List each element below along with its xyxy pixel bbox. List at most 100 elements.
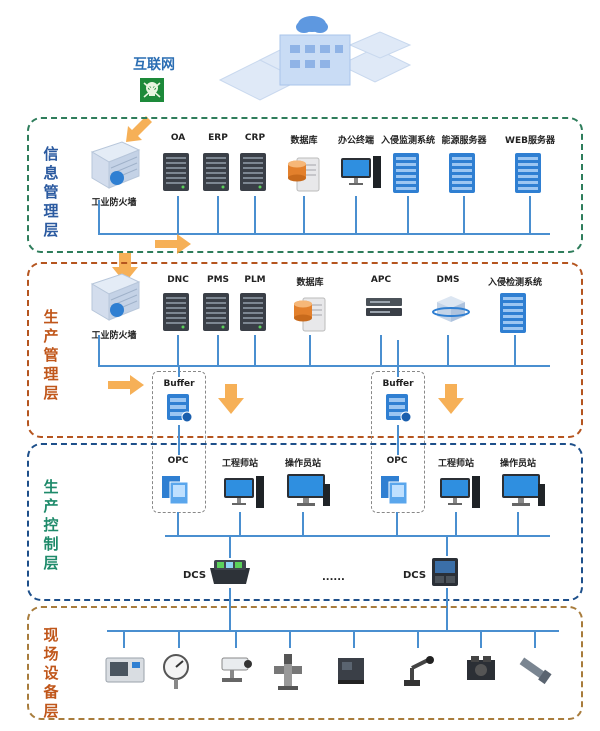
valve-icon <box>270 652 306 696</box>
field-bus-line <box>107 630 559 632</box>
node-label: DMS <box>436 275 460 285</box>
server-icon <box>201 152 231 196</box>
connector-line <box>123 630 125 648</box>
connector-line <box>98 200 100 233</box>
connector-line <box>229 588 231 630</box>
node-label: PLM <box>244 275 266 285</box>
connector-line <box>517 512 519 535</box>
ellipsis-label: ...... <box>322 572 345 583</box>
connector-line <box>98 335 100 365</box>
sensor-icon <box>515 652 555 692</box>
connector-line <box>397 340 399 377</box>
node-label: 入侵监测系统 <box>380 136 436 146</box>
buffer-label: Buffer <box>382 379 414 389</box>
operator-station-icon <box>285 472 331 514</box>
dms-server-icon <box>431 292 471 330</box>
connector-line <box>534 630 536 648</box>
node-label: PMS <box>206 275 230 285</box>
node-label: OA <box>170 133 186 143</box>
pressure-gauge-icon <box>159 652 193 696</box>
connector-line <box>446 535 448 556</box>
connector-line <box>178 425 180 455</box>
arrow-icon <box>108 375 144 395</box>
connector-line <box>177 512 179 535</box>
connector-line <box>289 630 291 648</box>
server-icon <box>201 292 231 336</box>
internet-label: 互联网 <box>133 57 175 73</box>
node-label: 工程师站 <box>437 459 475 469</box>
node-label: 数据库 <box>290 136 318 146</box>
connector-line <box>217 196 219 233</box>
connector-line <box>380 335 382 365</box>
server-icon <box>498 292 528 338</box>
node-label: 办公终端 <box>337 136 375 146</box>
node-label: ERP <box>208 133 228 143</box>
node-label: APC <box>370 275 392 285</box>
engineer-station-icon <box>438 472 482 520</box>
production-control-layer <box>27 443 583 601</box>
firewall-label: 工业防火墙 <box>91 198 137 208</box>
apc-server-icon <box>364 292 404 326</box>
info-bus-line <box>98 233 550 235</box>
arrow-icon <box>218 384 244 414</box>
field-device-layer <box>27 606 583 720</box>
connector-line <box>254 196 256 233</box>
connector-line <box>178 630 180 648</box>
control-bus-line <box>165 535 550 537</box>
connector-line <box>447 335 449 365</box>
arrow-icon <box>112 253 138 283</box>
opc-server-icon <box>379 472 409 510</box>
info-layer <box>27 117 583 253</box>
node-label: OPC <box>386 456 408 466</box>
database-server-icon <box>293 292 327 336</box>
server-icon <box>161 292 191 336</box>
arrow-icon <box>155 234 191 254</box>
machine-tool-icon <box>334 652 368 690</box>
node-label: 入侵检测系统 <box>487 278 543 288</box>
office-terminal-icon <box>339 152 383 200</box>
server-icon <box>513 152 543 198</box>
connector-line <box>417 630 419 648</box>
server-icon <box>161 152 191 196</box>
node-label: 能源服务器 <box>441 136 487 146</box>
connector-line <box>239 512 241 535</box>
node-label: 工程师站 <box>221 459 259 469</box>
engineer-station-icon <box>222 472 266 520</box>
node-label: DNC <box>167 275 189 285</box>
operator-station-icon <box>500 472 546 514</box>
arrow-icon <box>438 384 464 414</box>
connector-line <box>355 196 357 233</box>
layer-title-field: 现场设备层 <box>43 626 59 720</box>
connector-line <box>217 335 219 365</box>
engine-icon <box>461 652 501 692</box>
connector-line <box>229 535 231 558</box>
node-label: 数据库 <box>296 278 324 288</box>
server-icon <box>238 292 268 336</box>
production-management-layer <box>27 262 583 438</box>
node-label: WEB服务器 <box>505 136 555 146</box>
dcs-console-icon <box>210 560 250 584</box>
dcs-cabinet-icon <box>432 558 458 586</box>
connector-line <box>463 196 465 233</box>
connector-line <box>353 630 355 648</box>
connector-line <box>302 512 304 535</box>
node-label: OPC <box>167 456 189 466</box>
connector-line <box>177 335 179 365</box>
server-icon <box>391 152 421 198</box>
cnc-machine-icon <box>104 652 146 690</box>
connector-line <box>446 588 448 630</box>
buffer-label: Buffer <box>163 379 195 389</box>
firewall-icon <box>90 141 141 189</box>
connector-line <box>303 196 305 233</box>
connector-line <box>235 630 237 648</box>
prod-mgmt-bus-line <box>98 365 550 367</box>
connector-line <box>480 630 482 648</box>
layer-title-prod-mgmt: 生产管理层 <box>43 308 59 402</box>
camera-icon <box>216 652 256 690</box>
connector-line <box>177 196 179 233</box>
connector-line <box>254 335 256 365</box>
layer-title-info: 信息管理层 <box>43 145 59 239</box>
connector-line <box>529 196 531 233</box>
node-label: 操作员站 <box>499 459 537 469</box>
arrow-icon <box>126 116 152 142</box>
